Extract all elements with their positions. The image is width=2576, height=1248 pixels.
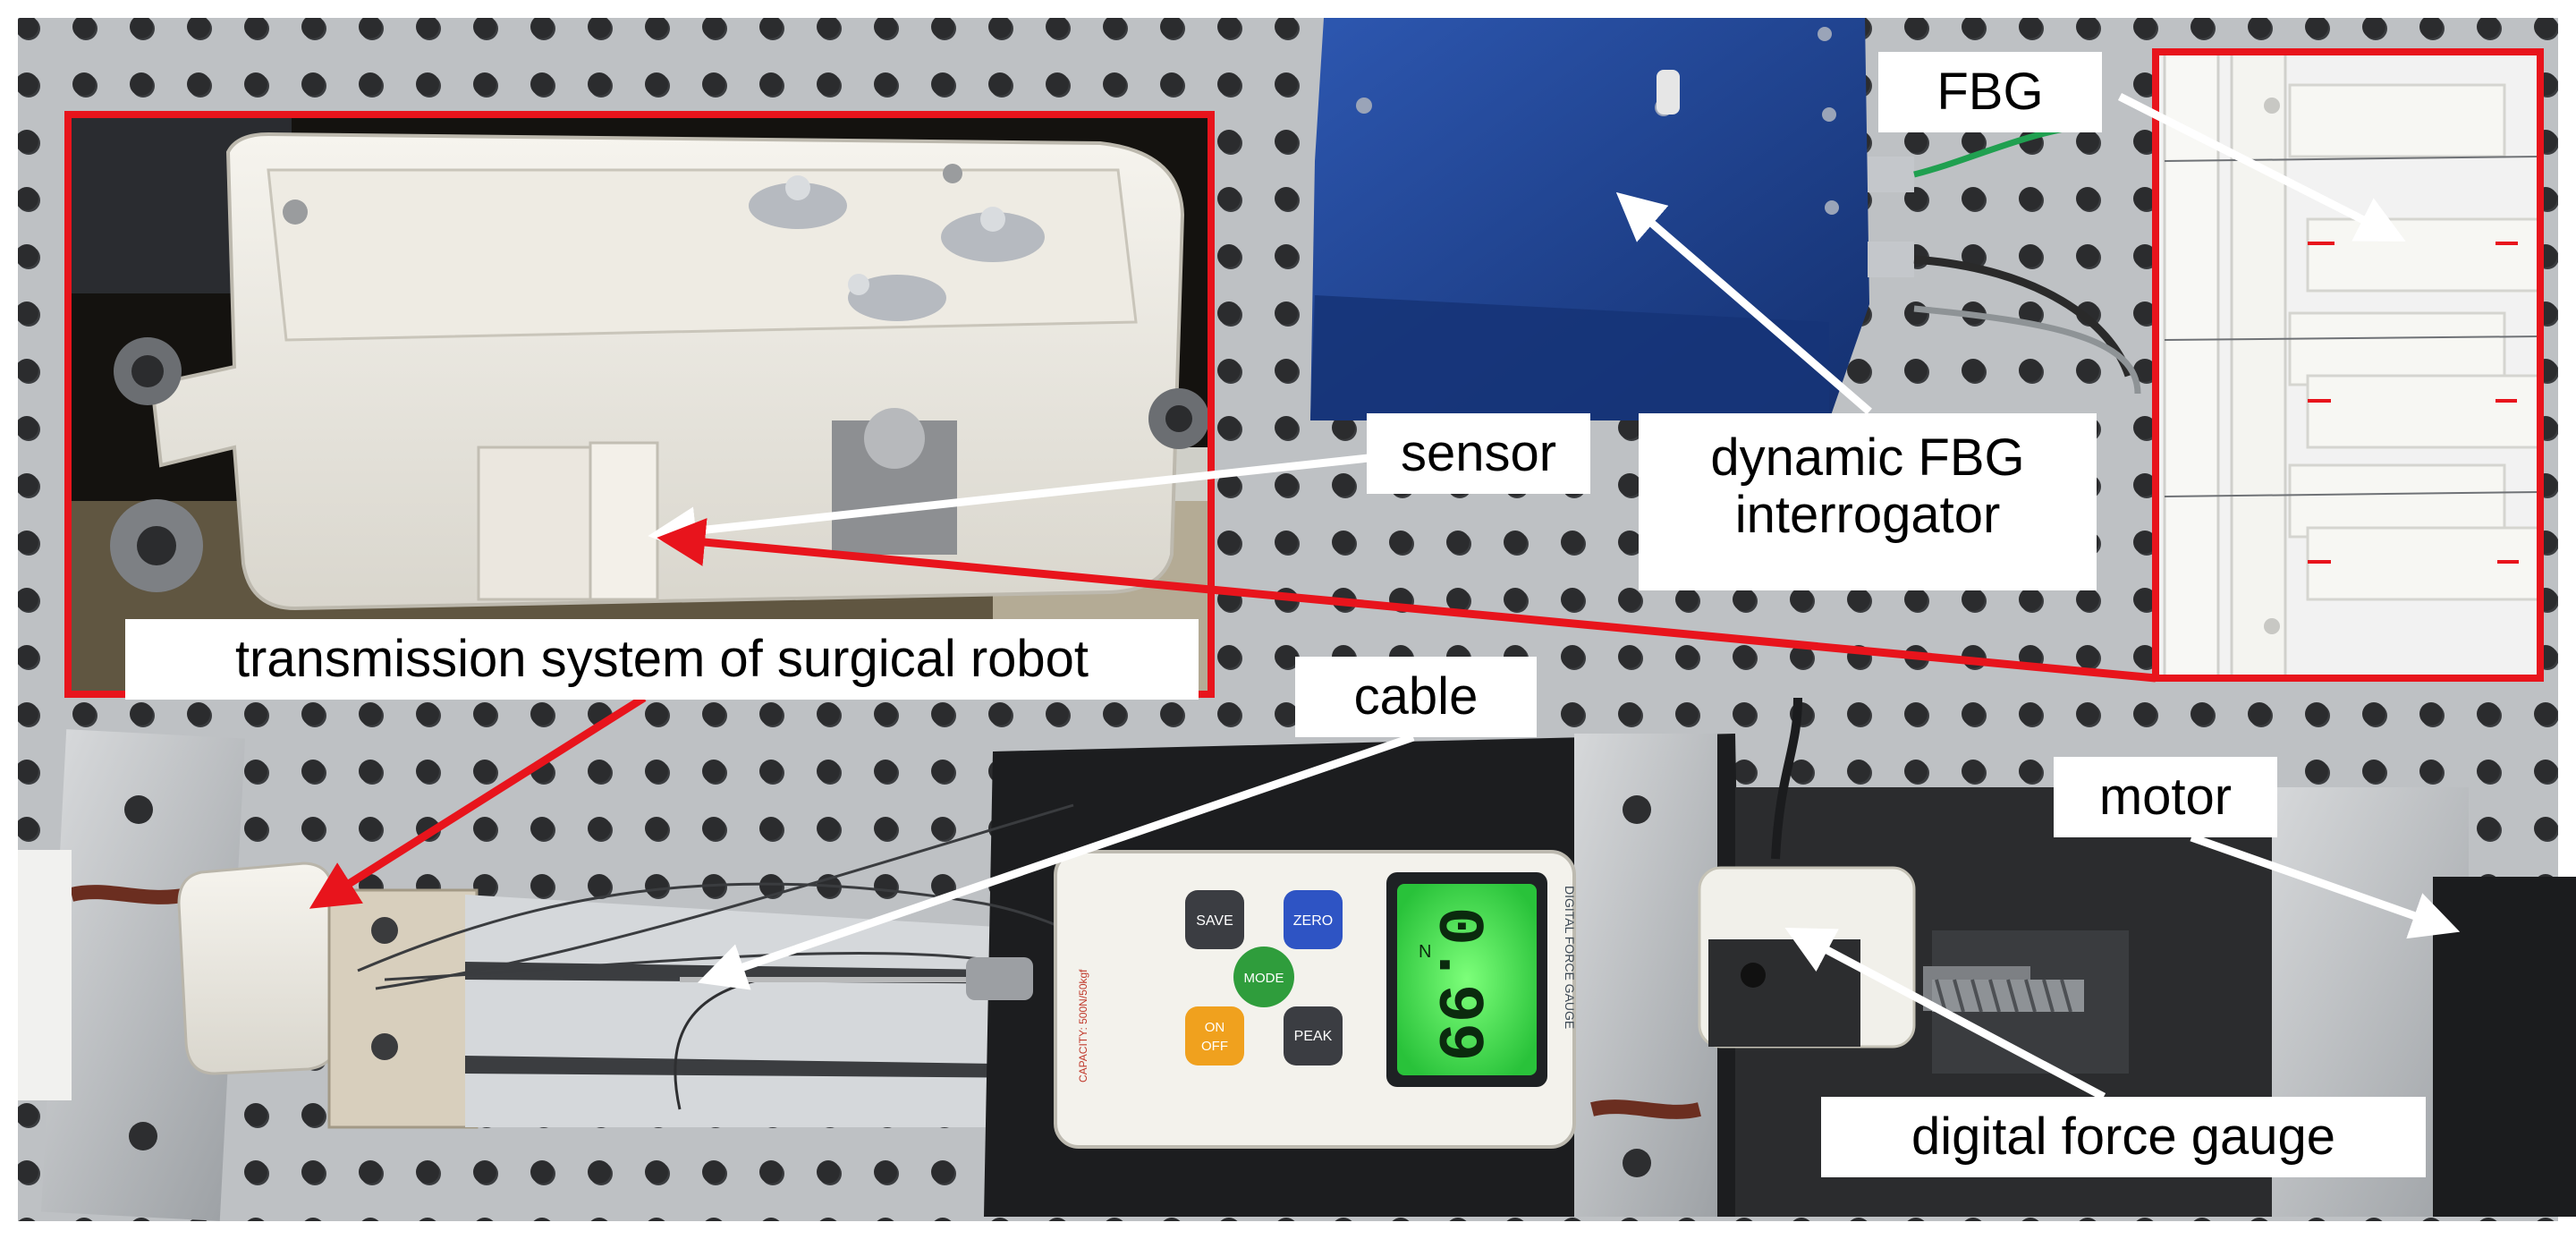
on-key-label: ON [1205, 1020, 1225, 1035]
zero-key-label: ZERO [1293, 913, 1333, 929]
transmission-inset-photo [68, 115, 1211, 694]
digital-force-gauge-label-text: digital force gauge [1911, 1108, 2335, 1166]
interrogator-label-line1: dynamic FBG [1710, 429, 2025, 487]
gauge-capacity-text: CAPACITY: 500N/50kgf [1077, 969, 1089, 1082]
fbg-interrogator-device [1310, 18, 2141, 420]
fbg-arrow [2117, 92, 2406, 242]
digital-force-gauge-label: digital force gauge [1821, 1097, 2426, 1177]
interrogator-label: dynamic FBG interrogator [1639, 413, 2097, 590]
gauge-side-text: DIGITAL FORCE GAUGE [1563, 886, 1577, 1029]
motor-label: motor [2054, 757, 2277, 837]
cable-label: cable [1295, 657, 1537, 737]
transmission-label: transmission system of surgical robot [125, 619, 1199, 700]
digital-force-gauge-device: 0.99 N DIGITAL FORCE GAUGE CAPACITY: 500… [1054, 850, 1577, 1149]
interrogator-label-line2: interrogator [1734, 486, 2001, 544]
zero-key [1284, 890, 1343, 949]
motor-label-text: motor [2098, 768, 2233, 826]
annotation-arrows [309, 92, 2461, 1100]
gauge-arrow [1784, 927, 2106, 1100]
transmission-link-arrow [309, 694, 647, 909]
mode-key [1233, 947, 1294, 1007]
off-key-label: OFF [1201, 1039, 1228, 1054]
peak-key [1284, 1006, 1343, 1065]
gauge-reading: 0.99 [1420, 907, 1494, 1062]
save-key [1185, 890, 1244, 949]
sensor-label: sensor [1367, 413, 1590, 494]
motor-arrow [2190, 833, 2461, 939]
cable-label-text: cable [1353, 667, 1479, 726]
fbg-inset-link-arrow [657, 518, 2157, 683]
onoff-key [1185, 1006, 1244, 1065]
fbg-label: FBG [1878, 52, 2102, 132]
fbg-label-text: FBG [1936, 63, 2044, 121]
peak-key-label: PEAK [1294, 1029, 1333, 1044]
gauge-unit: N [1419, 942, 1431, 962]
gauge-display [1397, 884, 1537, 1075]
mode-key-label: MODE [1244, 971, 1284, 986]
sensor-label-text: sensor [1400, 424, 1557, 482]
fbg-inset-photo [2156, 52, 2542, 682]
fbg-highlight-frame [2152, 48, 2544, 682]
cable-arrow [697, 733, 1415, 990]
save-key-label: SAVE [1196, 913, 1233, 929]
interrogator-arrow [1615, 191, 1872, 415]
transmission-label-text: transmission system of surgical robot [234, 630, 1089, 688]
sensor-arrow [648, 454, 1369, 556]
